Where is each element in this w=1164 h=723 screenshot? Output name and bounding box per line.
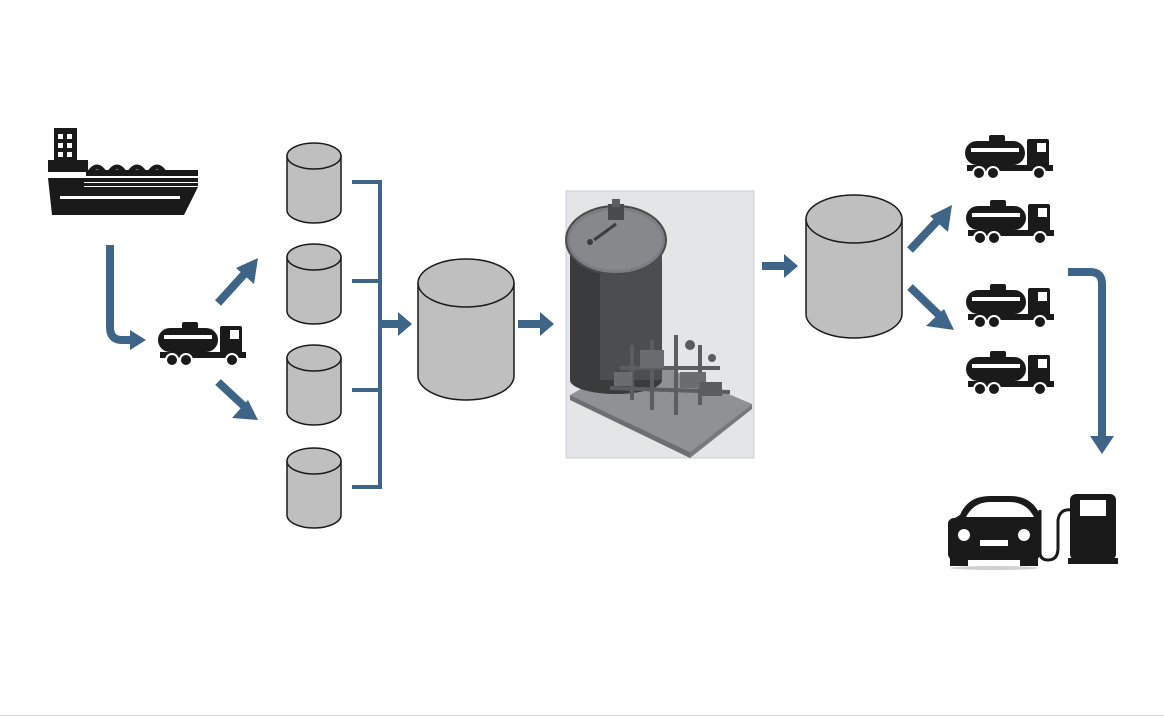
tanker-truck-icon: [964, 134, 1054, 180]
footer-divider: [0, 715, 1164, 716]
storage-tank: [286, 447, 342, 529]
tanker-truck-icon: [965, 350, 1055, 396]
storage-tank: [286, 344, 342, 426]
collection-tank: [417, 258, 515, 401]
storage-tank: [286, 243, 342, 325]
manifold-connector: [352, 180, 382, 489]
arrow-manifold-to-collection-tank: [378, 312, 412, 336]
arrow-trucks-to-fuel-station: [1068, 268, 1106, 438]
arrow-tank-to-lower-trucks: [907, 284, 954, 330]
arrow-collection-to-plant: [518, 312, 554, 336]
tanker-truck-icon: [157, 321, 247, 367]
storage-tank: [286, 142, 342, 224]
arrow-ship-to-truck: [106, 245, 132, 344]
tanker-truck-icon: [965, 283, 1055, 329]
arrow-truck-to-lower-tank: [215, 379, 258, 420]
product-tank: [805, 194, 903, 339]
fuel-pump-icon: [1038, 494, 1118, 564]
processing-plant-image: [565, 190, 755, 459]
car-icon: [948, 496, 1040, 570]
cargo-ship-icon: [48, 128, 198, 215]
arrow-tank-to-upper-trucks: [907, 205, 952, 253]
tanker-truck-icon: [965, 199, 1055, 245]
arrow-plant-to-product-tank: [762, 254, 798, 278]
arrow-truck-to-upper-tank: [215, 258, 258, 306]
